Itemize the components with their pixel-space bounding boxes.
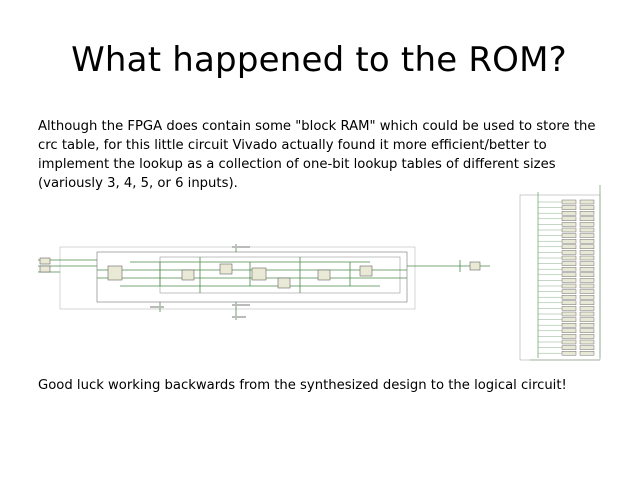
lut-cell [579, 250, 595, 255]
lut-cell [579, 334, 595, 339]
lut-cell [561, 323, 577, 328]
lut-cell [579, 278, 595, 283]
body-paragraph-explanation: Although the FPGA does contain some "blo… [38, 119, 596, 191]
lut-cell [561, 261, 577, 266]
lut-cell [561, 233, 577, 238]
lut-cell [561, 339, 577, 345]
lut-cell [579, 267, 595, 272]
lut-cell [561, 300, 577, 305]
schematic-right-luts [538, 199, 595, 356]
lut-cell [561, 334, 577, 339]
lut-cell [561, 205, 577, 210]
lut-cell [579, 289, 595, 294]
lut-cell [579, 311, 595, 317]
lut-cell [579, 317, 595, 322]
lut-cell [561, 289, 577, 294]
lut-cell [579, 351, 595, 356]
lut-cell [579, 255, 595, 261]
lut-cell [579, 233, 595, 238]
lut-cell [579, 261, 595, 266]
lut-cell [561, 255, 577, 261]
lut-cell [561, 227, 577, 233]
lut-cell [579, 227, 595, 233]
lut-cell [561, 317, 577, 322]
lut-cell [561, 210, 577, 216]
lut-cell [579, 205, 595, 210]
lut-cell [561, 283, 577, 289]
lut-cell [579, 199, 595, 205]
lut-cell [579, 222, 595, 227]
slide-title: What happened to the ROM? [71, 40, 567, 80]
schematic-left [38, 244, 490, 320]
lut-cell [579, 323, 595, 328]
schematic-left-labels [150, 246, 250, 318]
lut-cell [561, 199, 577, 205]
body-paragraph-closing: Good luck working backwards from the syn… [38, 378, 567, 393]
lut-cell [561, 238, 577, 244]
lut-cell [561, 250, 577, 255]
lut-cell [579, 328, 595, 333]
lut-cell [561, 351, 577, 356]
lut-cell [561, 216, 577, 222]
lut-cell [561, 222, 577, 227]
lut-cell [579, 283, 595, 289]
lut-cell [579, 272, 595, 277]
lut-cell [579, 300, 595, 305]
schematic-left-cells [39, 257, 481, 289]
lut-cell [561, 267, 577, 272]
lut-cell [561, 345, 577, 350]
lut-cell [561, 328, 577, 333]
lut-cell [561, 311, 577, 317]
lut-cell [561, 306, 577, 311]
lut-cell [579, 295, 595, 300]
lut-cell [579, 244, 595, 250]
lut-cell [561, 244, 577, 250]
lut-cell [579, 216, 595, 222]
lut-cell [561, 295, 577, 300]
schematic-right [519, 185, 601, 361]
lut-cell [579, 306, 595, 311]
lut-cell [579, 238, 595, 244]
lut-cell [579, 345, 595, 350]
lut-cell [579, 210, 595, 216]
lut-cell [579, 339, 595, 345]
lut-cell [561, 278, 577, 283]
lut-cell [561, 272, 577, 277]
